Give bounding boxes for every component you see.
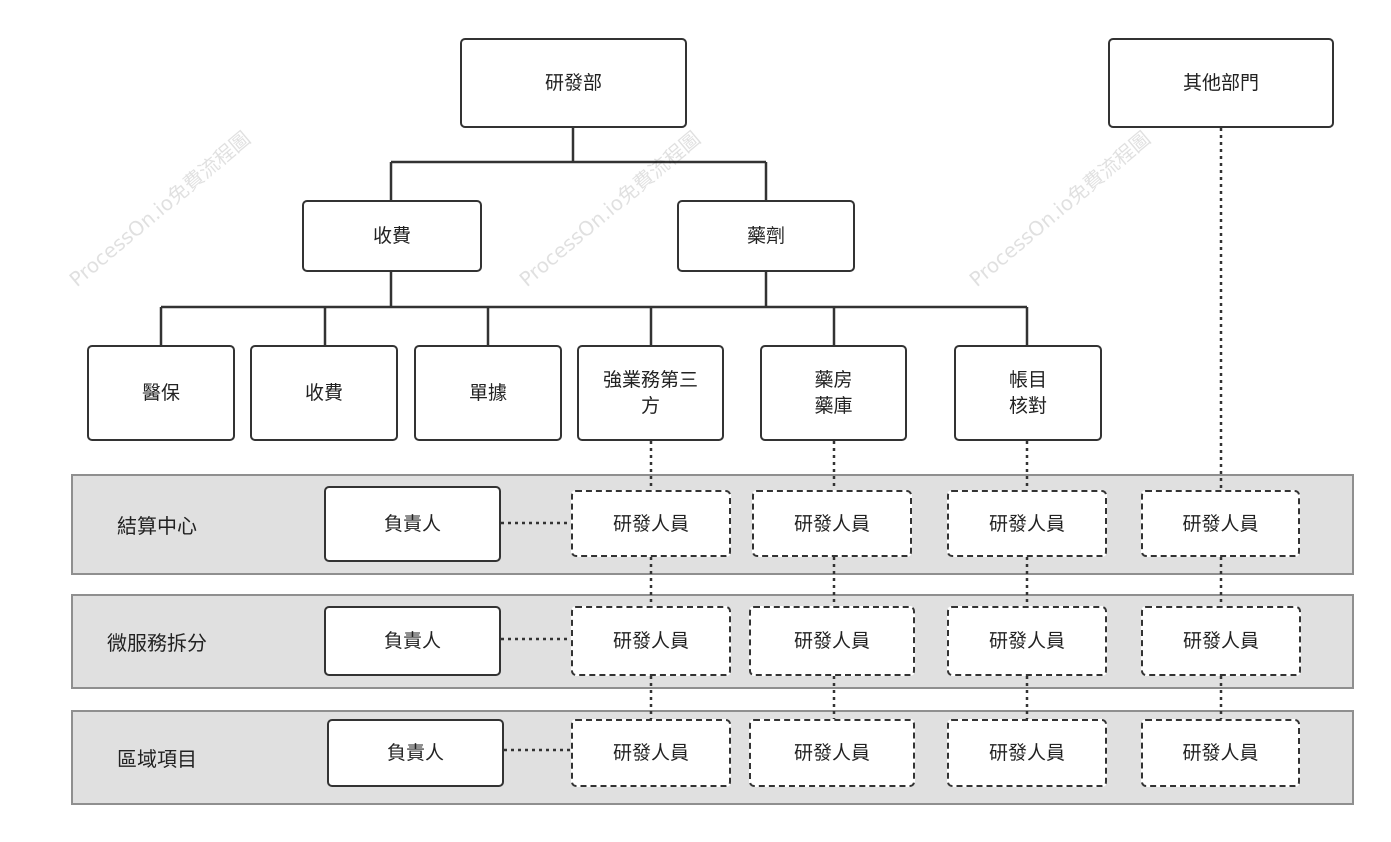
member-box[interactable]: 研發人員 xyxy=(947,606,1107,676)
member-box[interactable]: 研發人員 xyxy=(947,719,1107,787)
node-fee[interactable]: 收費 xyxy=(302,200,482,272)
owner-box[interactable]: 負責人 xyxy=(324,606,501,676)
node-rd-department[interactable]: 研發部 xyxy=(460,38,687,128)
dotted-connector-owner-members xyxy=(501,521,571,752)
node-receipts[interactable]: 單據 xyxy=(414,345,562,441)
member-box[interactable]: 研發人員 xyxy=(571,719,731,787)
band-label: 區域項目 xyxy=(117,747,197,771)
node-insurance[interactable]: 醫保 xyxy=(87,345,235,441)
member-box[interactable]: 研發人員 xyxy=(947,490,1107,557)
node-pharmacy-store[interactable]: 藥房 藥庫 xyxy=(760,345,907,441)
member-box[interactable]: 研發人員 xyxy=(571,490,731,557)
member-box[interactable]: 研發人員 xyxy=(749,606,915,676)
connector-pharmacy-children xyxy=(651,272,1029,345)
owner-box[interactable]: 負責人 xyxy=(324,486,501,562)
member-box[interactable]: 研發人員 xyxy=(571,606,731,676)
band-label: 結算中心 xyxy=(117,514,197,538)
node-account-check[interactable]: 帳目 核對 xyxy=(954,345,1102,441)
owner-box[interactable]: 負責人 xyxy=(327,719,504,787)
connector-rd-children xyxy=(389,128,768,200)
member-box[interactable]: 研發人員 xyxy=(1141,490,1300,557)
node-fee-sub[interactable]: 收費 xyxy=(250,345,398,441)
member-box[interactable]: 研發人員 xyxy=(1141,719,1300,787)
band-label: 微服務拆分 xyxy=(107,631,207,655)
node-third-party[interactable]: 強業務第三 方 xyxy=(577,345,724,441)
member-box[interactable]: 研發人員 xyxy=(752,490,912,557)
connector-fee-children xyxy=(159,272,653,345)
node-other-departments[interactable]: 其他部門 xyxy=(1108,38,1334,128)
member-box[interactable]: 研發人員 xyxy=(749,719,915,787)
member-box[interactable]: 研發人員 xyxy=(1141,606,1301,676)
node-pharmacy[interactable]: 藥劑 xyxy=(677,200,855,272)
